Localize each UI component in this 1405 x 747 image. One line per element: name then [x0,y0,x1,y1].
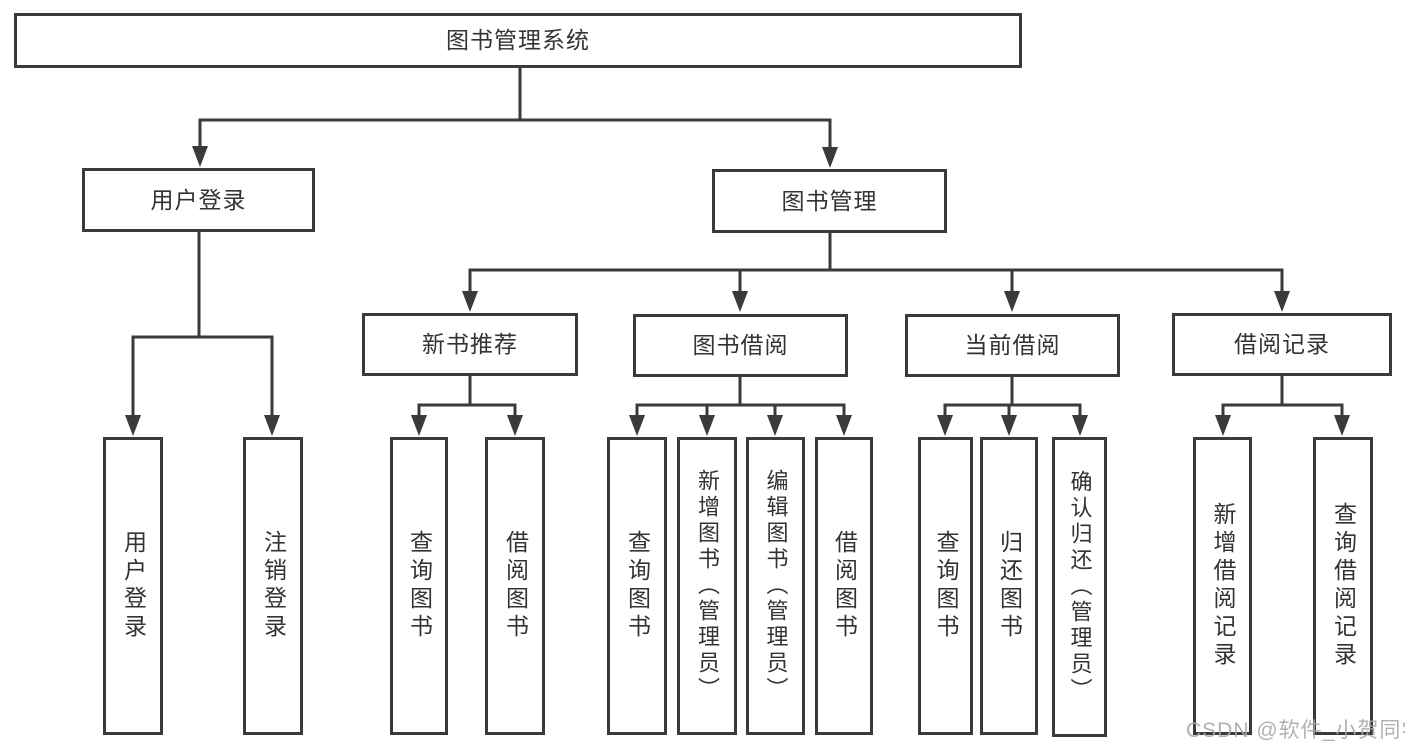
node-user-login: 用户登录 [82,168,315,232]
leaf-user-login: 用户登录 [103,437,163,735]
node-new-book-recommend: 新书推荐 [362,313,578,376]
leaf-add-book-admin: 新增图书（管理员） [677,437,737,735]
csdn-watermark: CSDN @软件_小贺同学 [1186,719,1405,742]
leaf-query-book-2: 查询图书 [607,437,667,735]
leaf-borrow-book-1: 借阅图书 [485,437,545,735]
leaf-edit-book-admin: 编辑图书（管理员） [746,437,805,735]
node-borrow-records: 借阅记录 [1172,313,1392,376]
leaf-query-book-1: 查询图书 [390,437,448,735]
node-book-borrow: 图书借阅 [633,314,848,377]
node-root: 图书管理系统 [14,13,1022,68]
node-book-management: 图书管理 [712,169,947,233]
leaf-return-book: 归还图书 [980,437,1038,735]
node-current-borrow: 当前借阅 [905,314,1120,377]
leaf-logout: 注销登录 [243,437,303,735]
leaf-query-borrow-record: 查询借阅记录 [1313,437,1373,735]
leaf-query-book-3: 查询图书 [918,437,973,735]
leaf-confirm-return-admin: 确认归还（管理员） [1052,437,1107,737]
leaf-add-borrow-record: 新增借阅记录 [1193,437,1252,735]
leaf-borrow-book-2: 借阅图书 [815,437,873,735]
